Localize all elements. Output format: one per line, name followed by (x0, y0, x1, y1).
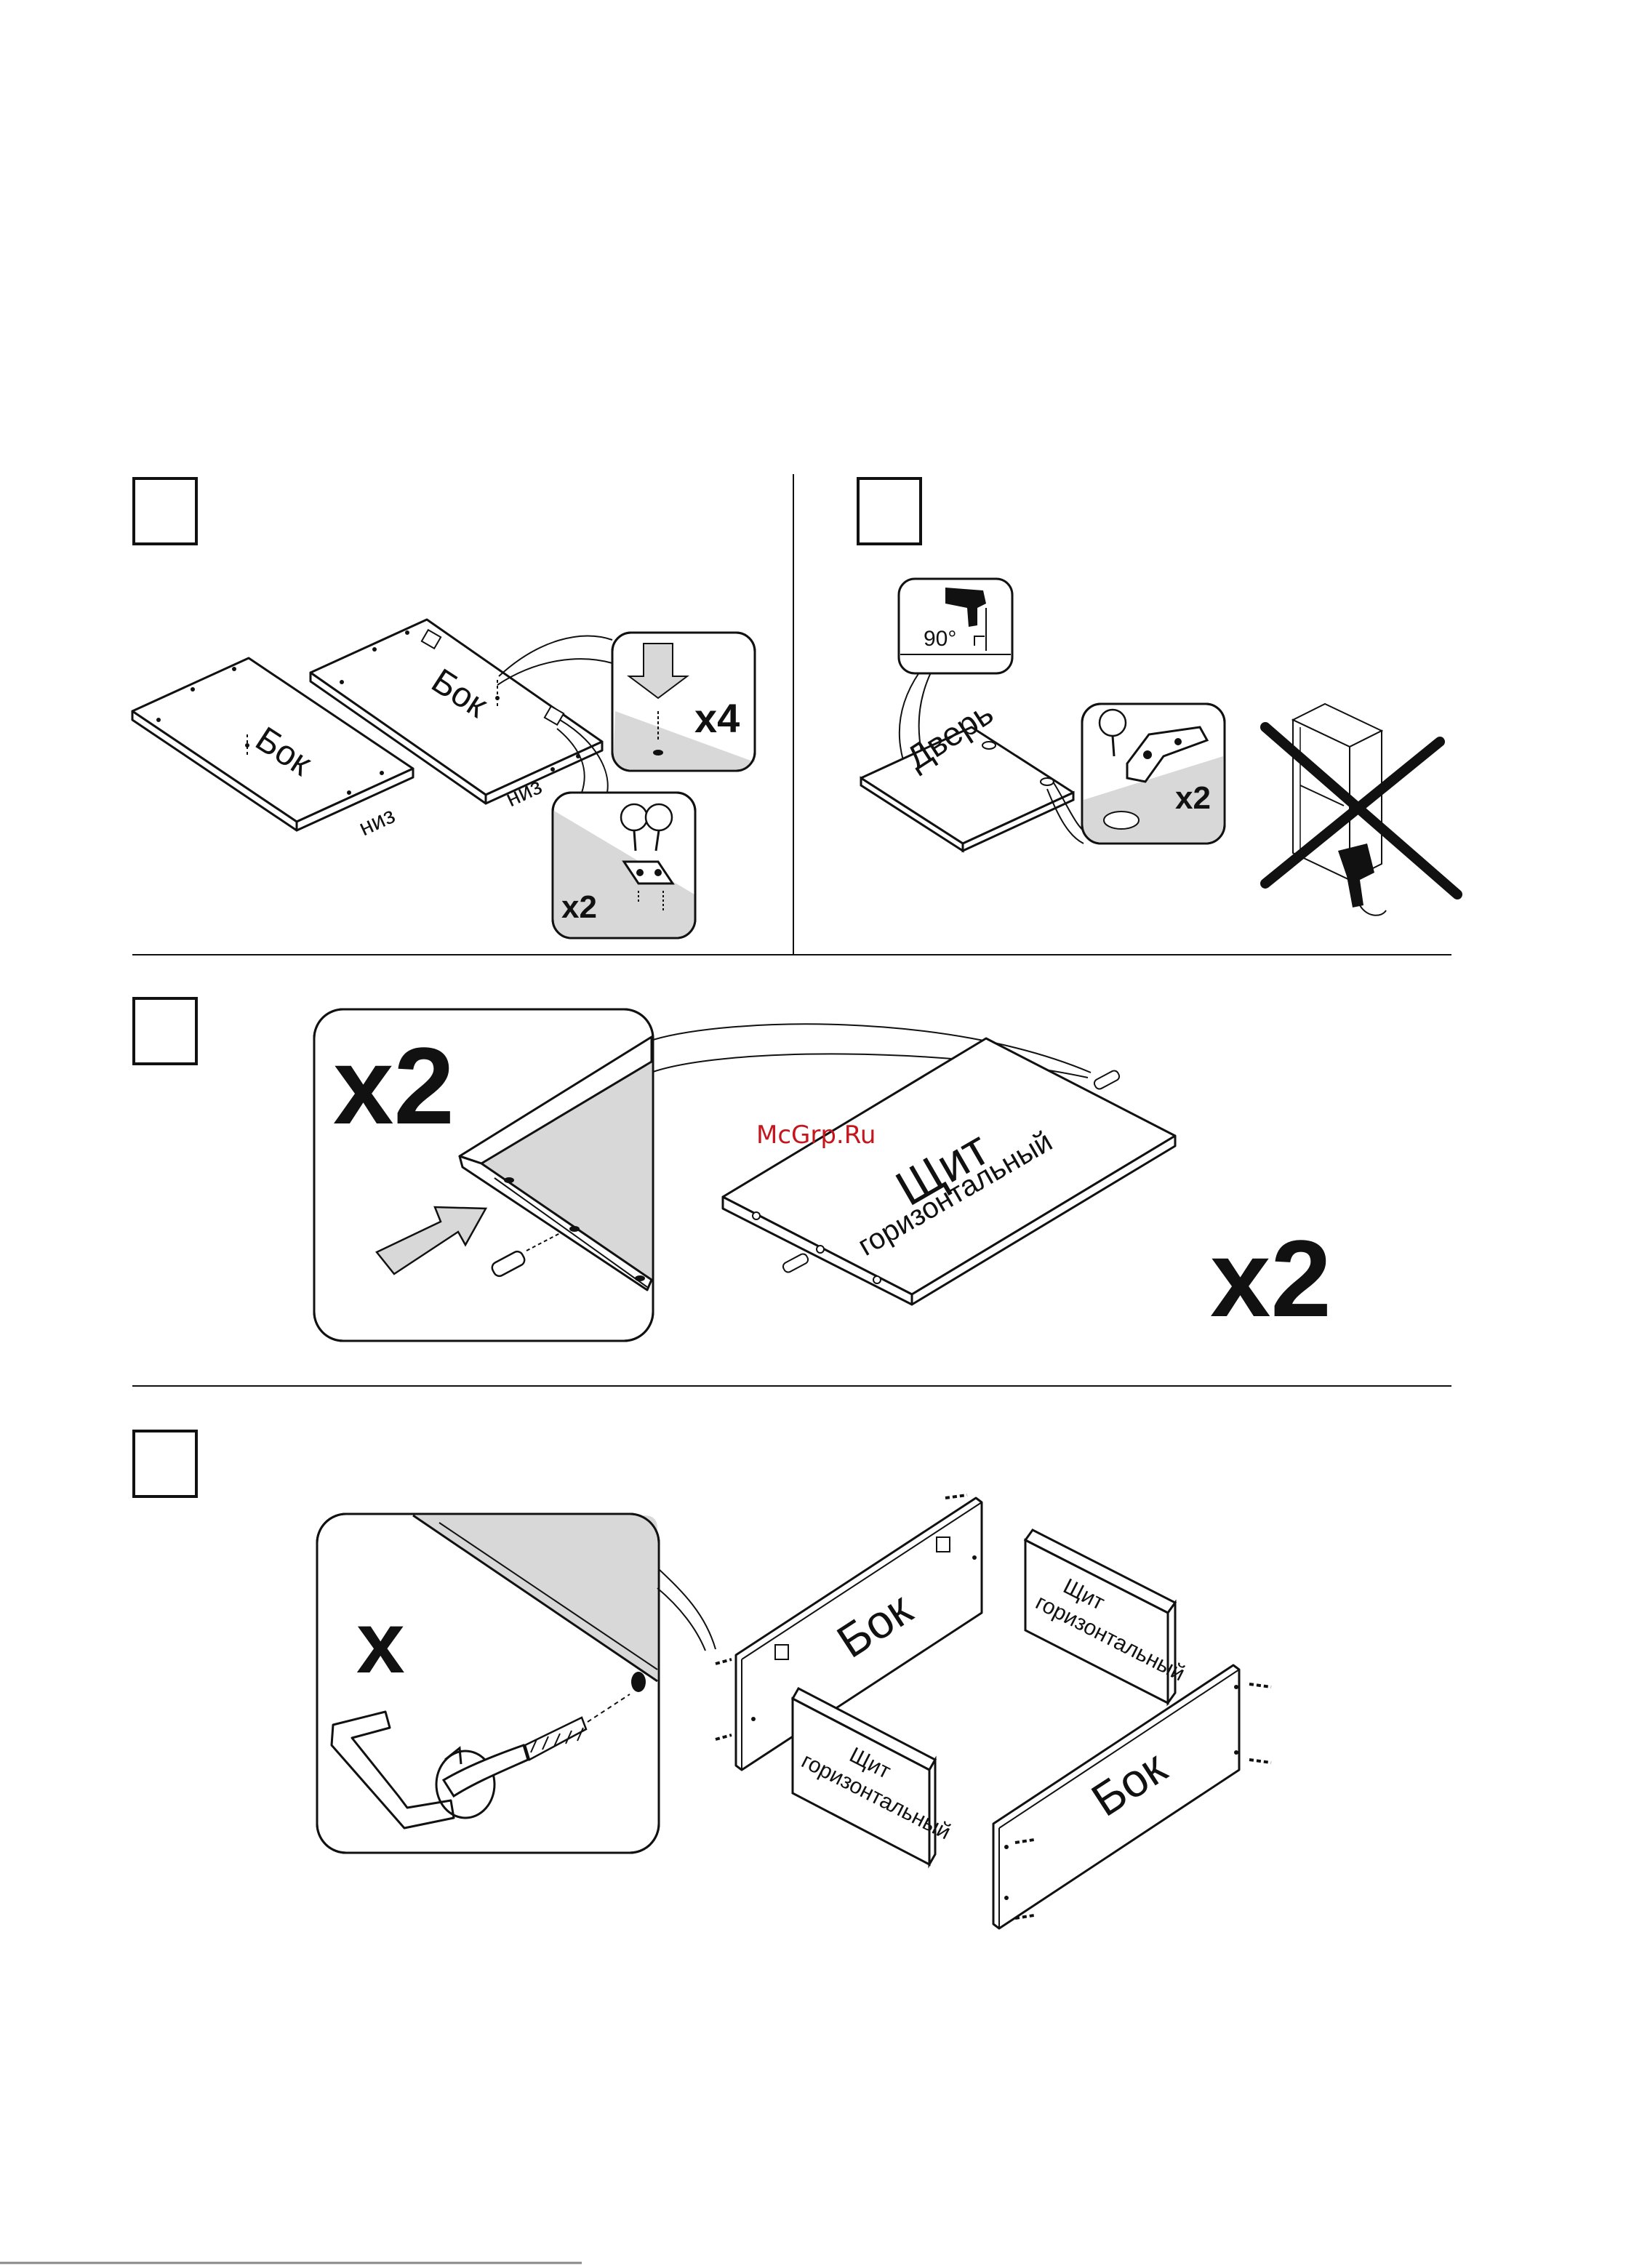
watermark: McGrp.Ru (756, 1121, 876, 1150)
drill-angle-label: 90° (924, 627, 956, 651)
horizontal-panel: Щит горизонтальный (723, 1038, 1175, 1305)
step-4-diagram: x Бок Щит горизонтальный (317, 1495, 1271, 1928)
horizontal-panel-total-qty: x2 (1210, 1217, 1331, 1339)
dowel-callout: x2 (314, 1009, 653, 1341)
dowel-callout-qty: x2 (333, 1025, 454, 1147)
screwdriver-icon (621, 804, 647, 830)
shelf-back: Щит горизонтальный (1025, 1530, 1188, 1703)
cam-callout-qty: x (356, 1594, 405, 1691)
step-1-diagram: Бок низ Бок низ (132, 620, 755, 938)
screwdriver-icon (646, 804, 672, 830)
step-2-box (858, 478, 921, 544)
door-panel: Дверь (861, 694, 1073, 851)
step-2-diagram: 90° Дверь x2 (861, 579, 1457, 915)
panel-left-edge-label: низ (355, 801, 399, 841)
drill-angle-callout: 90° (899, 579, 1012, 673)
step-4-box (134, 1431, 196, 1496)
callout-bottom-qty: x2 (561, 889, 597, 925)
hinge-callout-qty: x2 (1175, 780, 1211, 816)
screwdriver-icon (1100, 710, 1126, 736)
callout-top-qty: x4 (694, 695, 740, 741)
side-panel-front: Бок (993, 1665, 1271, 1928)
crossed-out-drill-icon (1265, 704, 1457, 915)
step-3-box (134, 998, 196, 1064)
hinge-callout: x2 (1082, 704, 1225, 844)
shelf-front: Щит горизонтальный (793, 1688, 954, 1864)
step-1-box (134, 478, 196, 544)
cam-screw-callout: x (317, 1514, 659, 1853)
step-3-diagram: x2 Щит горизонтальный x2 (314, 1009, 1331, 1341)
